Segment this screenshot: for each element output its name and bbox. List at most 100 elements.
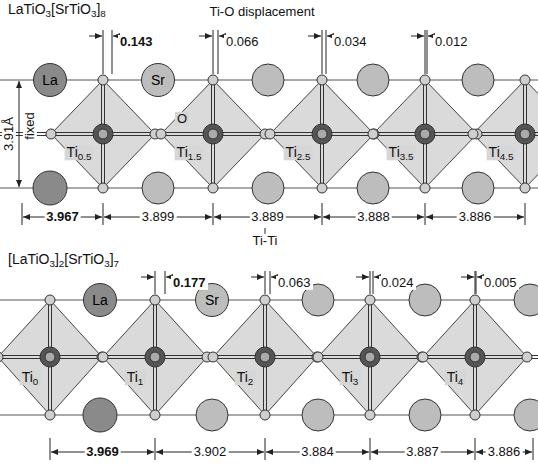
atom-label: Ti4.5 bbox=[487, 145, 516, 160]
tio6-octahedron bbox=[423, 300, 527, 415]
titanium-atom bbox=[465, 347, 485, 367]
atom-label: Ti2.5 bbox=[284, 145, 313, 160]
dimension-value: 3.969 bbox=[84, 445, 121, 459]
dimension-tick bbox=[370, 438, 371, 460]
oxygen-atom bbox=[420, 183, 430, 193]
oxygen-atom bbox=[150, 295, 160, 305]
titanium-atom bbox=[312, 124, 332, 144]
displacement-value: 0.012 bbox=[433, 35, 470, 49]
oxygen-atom bbox=[156, 129, 166, 139]
structure-formula: [LaTiO3]2[SrTiO3]7 bbox=[6, 252, 121, 267]
tio6-octahedron bbox=[270, 80, 374, 188]
titanium-atom bbox=[255, 347, 275, 367]
dimension-arrow bbox=[251, 277, 264, 278]
oxygen-atom bbox=[46, 129, 56, 139]
atom-label: La bbox=[42, 72, 58, 88]
titanium-atom bbox=[470, 352, 480, 362]
dimension-tick bbox=[103, 30, 104, 74]
a-site-atom bbox=[462, 64, 494, 96]
dimension-note: fixed bbox=[23, 110, 37, 141]
displacement-value: 0.063 bbox=[276, 276, 313, 290]
dimension-tick bbox=[112, 30, 113, 74]
dimension-tick bbox=[165, 271, 166, 294]
oxygen-atom bbox=[470, 410, 480, 420]
atom-label: Ti3.5 bbox=[387, 145, 416, 160]
a-site-atom bbox=[302, 399, 334, 431]
displacement-value: 0.143 bbox=[118, 35, 155, 49]
titanium-atom bbox=[150, 352, 160, 362]
oxygen-atom bbox=[265, 129, 275, 139]
dimension-tick bbox=[265, 438, 266, 460]
atom-label: Ti0.5 bbox=[65, 145, 94, 160]
dimension-value: 3.886 bbox=[486, 445, 523, 459]
atom-label: Ti1.5 bbox=[175, 145, 204, 160]
dimension-tick bbox=[155, 438, 156, 460]
oxygen-atom bbox=[468, 129, 478, 139]
titanium-atom bbox=[93, 124, 113, 144]
dimension-tick bbox=[475, 271, 476, 294]
oxygen-atom bbox=[208, 183, 218, 193]
dimension-tick bbox=[22, 203, 23, 225]
dimension-tick bbox=[373, 271, 374, 294]
dimension-tick bbox=[265, 271, 266, 294]
titanium-atom bbox=[203, 124, 223, 144]
dimension-tick bbox=[50, 438, 51, 460]
titanium-atom bbox=[420, 129, 430, 139]
dimension-value: 3.886 bbox=[457, 210, 494, 224]
displacement-value: 0.177 bbox=[171, 276, 208, 290]
dimension-arrow bbox=[308, 36, 321, 37]
dimension-tick bbox=[213, 30, 214, 74]
a-site-atom bbox=[196, 399, 228, 431]
dimension-tick bbox=[425, 30, 426, 74]
dimension-tick bbox=[326, 30, 327, 74]
titanium-atom bbox=[415, 124, 435, 144]
atom-label: Ti0 bbox=[20, 370, 41, 385]
tio6-octahedron bbox=[51, 80, 155, 188]
titanium-atom bbox=[208, 129, 218, 139]
a-site-atom bbox=[357, 172, 389, 204]
oxygen-atom bbox=[208, 352, 218, 362]
dimension-arrow bbox=[411, 36, 424, 37]
oxygen-atom bbox=[418, 352, 428, 362]
oxygen-atom bbox=[208, 75, 218, 85]
atom-circle: La bbox=[33, 63, 67, 97]
dimension-arrow bbox=[199, 36, 212, 37]
axis-title: Ti-O displacement bbox=[208, 5, 317, 19]
dimension-arrow bbox=[141, 277, 154, 278]
titanium-atom bbox=[360, 347, 380, 367]
dimension-value: 3.967 bbox=[44, 210, 81, 224]
oxygen-atom bbox=[368, 129, 378, 139]
tio6-octahedron bbox=[373, 80, 477, 188]
displacement-value: 0.034 bbox=[332, 35, 369, 49]
atom-circle: Sr bbox=[141, 63, 175, 97]
a-site-atom bbox=[409, 399, 441, 431]
oxygen-atom bbox=[260, 410, 270, 420]
oxygen-atom bbox=[313, 352, 323, 362]
dimension-value: 3.887 bbox=[404, 445, 441, 459]
dimension-arrow bbox=[19, 81, 20, 134]
a-site-atom bbox=[462, 172, 494, 204]
titanium-atom bbox=[98, 129, 108, 139]
dimension-tick bbox=[270, 271, 271, 294]
atom-label: La bbox=[92, 292, 108, 308]
oxygen-atom bbox=[470, 295, 480, 305]
oxygen-atom bbox=[45, 295, 55, 305]
displacement-value: 0.005 bbox=[482, 276, 519, 290]
oxygen-atom bbox=[45, 410, 55, 420]
tio6-octahedron bbox=[473, 80, 538, 188]
oxygen-atom bbox=[98, 352, 108, 362]
titanium-atom bbox=[40, 347, 60, 367]
a-site-atom bbox=[33, 171, 67, 205]
oxygen-atom bbox=[98, 75, 108, 85]
structure-formula: LaTiO3[SrTiO3]8 bbox=[6, 2, 108, 17]
atom-label: O bbox=[175, 112, 189, 126]
oxygen-atom bbox=[417, 352, 427, 362]
dimension-value: 3.884 bbox=[299, 445, 336, 459]
tio6-octahedron bbox=[0, 300, 102, 415]
oxygen-atom bbox=[260, 295, 270, 305]
a-site-atom bbox=[252, 64, 284, 96]
oxygen-atom bbox=[97, 352, 107, 362]
atom-circle: La bbox=[83, 283, 117, 317]
atom-label: Ti4 bbox=[445, 370, 466, 385]
dimension-tick bbox=[427, 30, 428, 74]
